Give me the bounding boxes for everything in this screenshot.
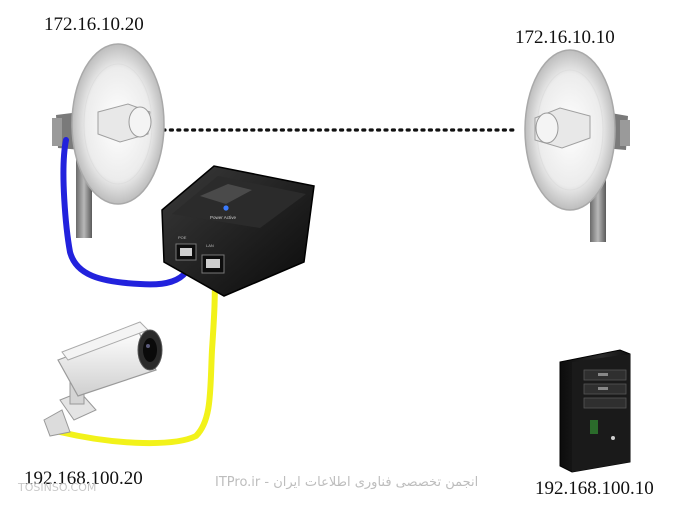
poe-port-label: POE bbox=[178, 235, 187, 240]
antenna-right bbox=[524, 49, 630, 242]
pc-ip-label: 192.168.100.10 bbox=[535, 478, 654, 499]
watermark-center: ITPro.ir - انجمن تخصصی فناوری اطلاعات ای… bbox=[215, 475, 479, 490]
injector-status-text: Power Active bbox=[210, 215, 237, 220]
power-led bbox=[223, 205, 229, 211]
antenna-left-ip-label: 172.16.10.20 bbox=[44, 14, 144, 35]
desktop-pc bbox=[559, 349, 631, 473]
watermark-left: TOSINSO.COM bbox=[18, 481, 97, 494]
antenna-left bbox=[52, 43, 165, 238]
lan-port-label: LAN bbox=[206, 243, 214, 248]
camera-ip-label: 192.168.100.20 bbox=[24, 468, 143, 489]
antenna-right-ip-label: 172.16.10.10 bbox=[515, 27, 615, 48]
poe-cable bbox=[60, 137, 193, 288]
cctv-camera bbox=[43, 321, 163, 437]
poe-injector: Power Active POE LAN bbox=[161, 165, 315, 297]
